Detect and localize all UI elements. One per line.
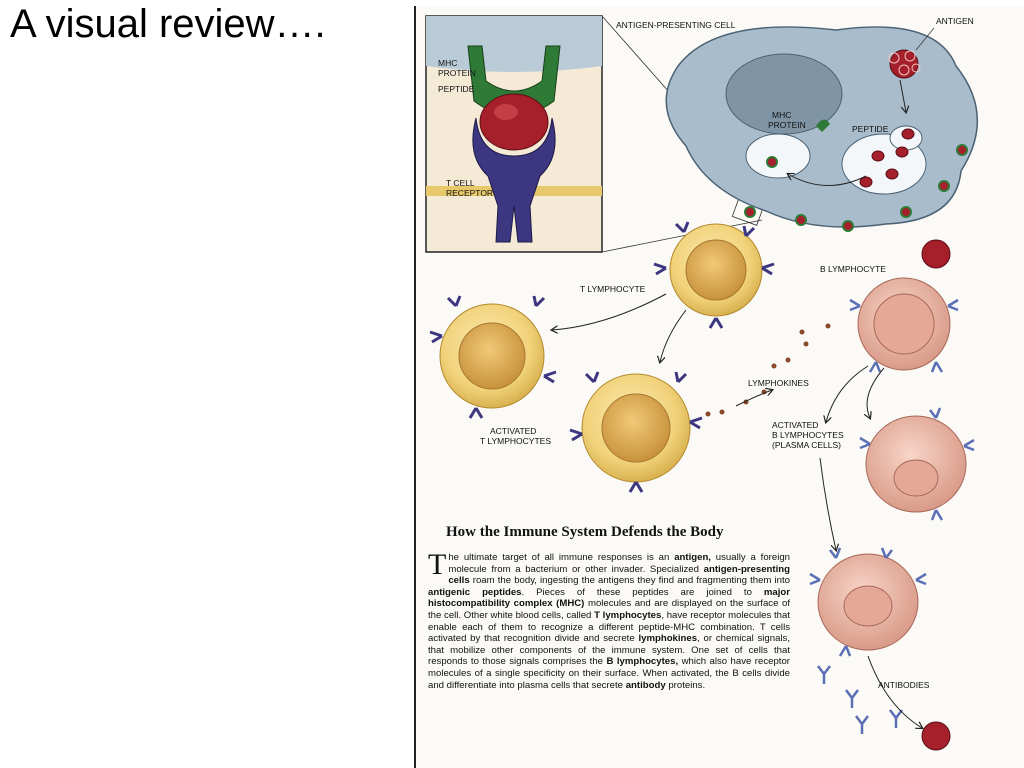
article-segment: antigenic peptides [428,586,522,598]
label-mhc-inset-1: MHC [438,58,457,68]
plasma-cell [865,415,967,513]
mhc-protein-icon [816,119,830,132]
article-title: How the Immune System Defends the Body [446,524,724,540]
b-cell-receptors [809,298,975,657]
article-segment: antibody [625,679,666,691]
article-segment: major histocompatibility complex (MHC) [428,586,791,610]
b-lymphocyte [857,239,951,371]
process-arrow [788,174,867,186]
lymphokines [705,323,831,417]
label-antibodies: ANTIBODIES [878,680,930,690]
differentiation-arrow [819,457,836,550]
article-body: T he ultimate target of all immune respo… [428,548,791,691]
activated-t-lymphocyte [581,373,691,483]
antibodies [817,665,903,734]
label-peptide-cell: PEPTIDE [852,124,889,134]
immune-system-figure: MHC PROTEIN PEPTIDE T CELL RECEPTOR [414,6,1024,768]
article-segment: which also have receptor molecules of a … [428,656,790,691]
ingest-arrow [899,79,906,112]
article-segment: lymphokines [638,633,698,645]
label-t-cell-receptor-2: RECEPTOR [446,188,493,198]
vesicle [745,133,811,179]
label-mhc-cell-1: MHC [772,110,791,120]
label-antigen: ANTIGEN [936,16,974,26]
inset-panel [425,15,603,253]
article-segment: proteins. [665,679,706,691]
label-activated-b-1: ACTIVATED [772,420,818,430]
differentiation-arrow [867,367,885,418]
article-segment: B lymphocytes, [606,656,679,668]
antibody-arrow [867,655,922,728]
mhc-peptide-complex [744,206,756,218]
article-segment: he ultimate target of all immune respons… [448,552,675,563]
t-lymphocyte [669,223,763,317]
peptide-fragment [901,128,915,140]
mhc-peptide-complex [956,144,968,156]
peptide-fragment [859,176,873,188]
peptide-fragment [885,168,899,180]
label-antigen-presenting-cell: ANTIGEN-PRESENTING CELL [616,20,736,30]
mhc-peptide-complex [766,156,778,168]
peptide-fragment [871,150,885,162]
lymphokine-arrow [735,390,772,407]
label-activated-t-1: ACTIVATED [490,426,536,436]
activated-t-lymphocyte [439,303,545,409]
mhc-peptide-complex [900,206,912,218]
article-segment: , or chemical signals, that mobilize oth… [428,633,790,668]
label-t-cell-receptor-1: T CELL [446,178,475,188]
peptide-fragment [895,146,909,158]
mhc-peptide-complex [842,220,854,232]
label-activated-b-2: B LYMPHOCYTES [772,430,844,440]
article-segment: , have receptor molecules that enable ea… [428,609,790,645]
inset-connector-line [601,219,763,253]
label-activated-b-3: (PLASMA CELLS) [772,440,841,450]
label-peptide-inset: PEPTIDE [438,84,475,94]
label-activated-t-2: T LYMPHOCYTES [480,436,551,446]
article-segment: molecules and are displayed on the surfa… [428,598,790,621]
activation-arrow [660,309,687,362]
label-b-lymphocyte: B LYMPHOCYTE [820,264,886,274]
dropcap: T [428,548,447,581]
plasma-cell [817,553,919,651]
antigen-presenting-cell [665,26,978,232]
t-cell-receptors [429,221,775,493]
label-t-lymphocyte: T LYMPHOCYTE [580,284,646,294]
mhc-peptide-complex [795,214,807,226]
article-segment: antigen, [674,552,711,563]
differentiation-arrow [826,365,869,422]
antigen-cluster [921,239,951,269]
article-segment: roam the body, ingesting the antigens th… [469,575,790,587]
antigen-cluster [888,49,921,79]
label-mhc-cell-2: PROTEIN [768,120,806,130]
article-segment: antigen-presenting cells [448,563,790,587]
immune-diagram: MHC PROTEIN PEPTIDE T CELL RECEPTOR [425,15,978,751]
article-segment: T lymphocytes [594,609,662,621]
antigen-cluster [921,721,951,751]
slide-title: A visual review…. [10,2,326,46]
mhc-peptide-complex [938,180,950,192]
label-mhc-inset-2: PROTEIN [438,68,476,78]
article-segment: . Pieces of these peptides are joined to [521,586,764,598]
label-lymphokines: LYMPHOKINES [748,378,809,388]
activation-arrow [552,293,667,330]
article-segment: usually a foreign molecule from a bacter… [448,552,790,575]
